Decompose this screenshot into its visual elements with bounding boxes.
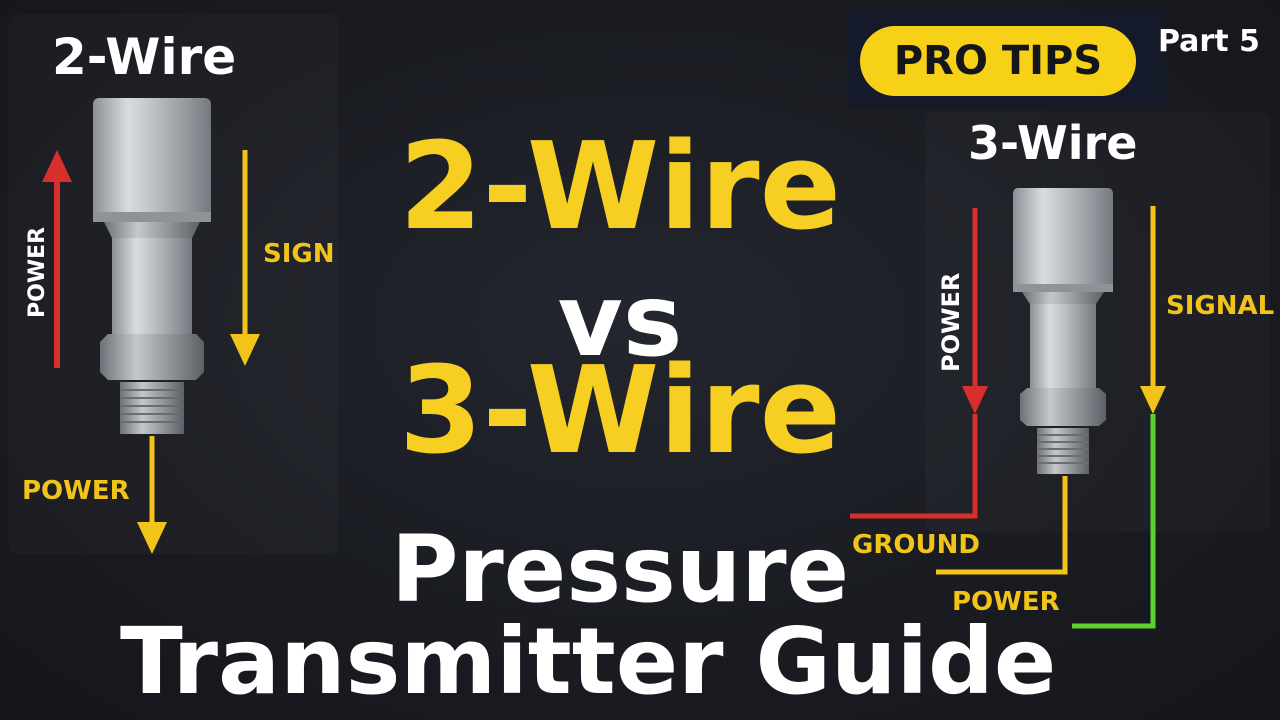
left-power-bottom-label: POWER: [22, 476, 130, 506]
headline-transmitter-guide: Transmitter Guide: [120, 608, 1057, 715]
left-power-vertical-label: POWER: [25, 227, 50, 318]
right-signal-arrow: [1072, 206, 1166, 629]
right-power-arrow: [850, 208, 988, 519]
pressure-transmitter-icon: [93, 98, 211, 434]
right-ground-label: GROUND: [852, 530, 980, 560]
right-signal-label: SIGNAL: [1166, 291, 1274, 321]
headline-3-wire: 3-Wire: [399, 342, 841, 481]
headline-vs: vs: [557, 262, 683, 379]
pressure-transmitter-icon: [1013, 188, 1113, 474]
right-power-line: [936, 476, 1068, 575]
pro-tips-badge: PRO TIPS: [860, 26, 1136, 96]
right-power-vertical-label: POWER: [937, 273, 965, 372]
right-diagram-title: 3-Wire: [968, 116, 1138, 170]
left-diagram-title: 2-Wire: [52, 28, 237, 86]
left-signal-arrow: [230, 150, 260, 366]
left-signal-label: SIGN: [263, 239, 335, 269]
left-power-bottom-arrow: [137, 436, 167, 554]
headline-2-wire: 2-Wire: [399, 118, 841, 257]
left-power-arrow: [42, 150, 72, 368]
part-label: Part 5: [1158, 24, 1260, 59]
headline-pressure: Pressure: [391, 516, 849, 623]
right-power-label: POWER: [952, 587, 1060, 617]
